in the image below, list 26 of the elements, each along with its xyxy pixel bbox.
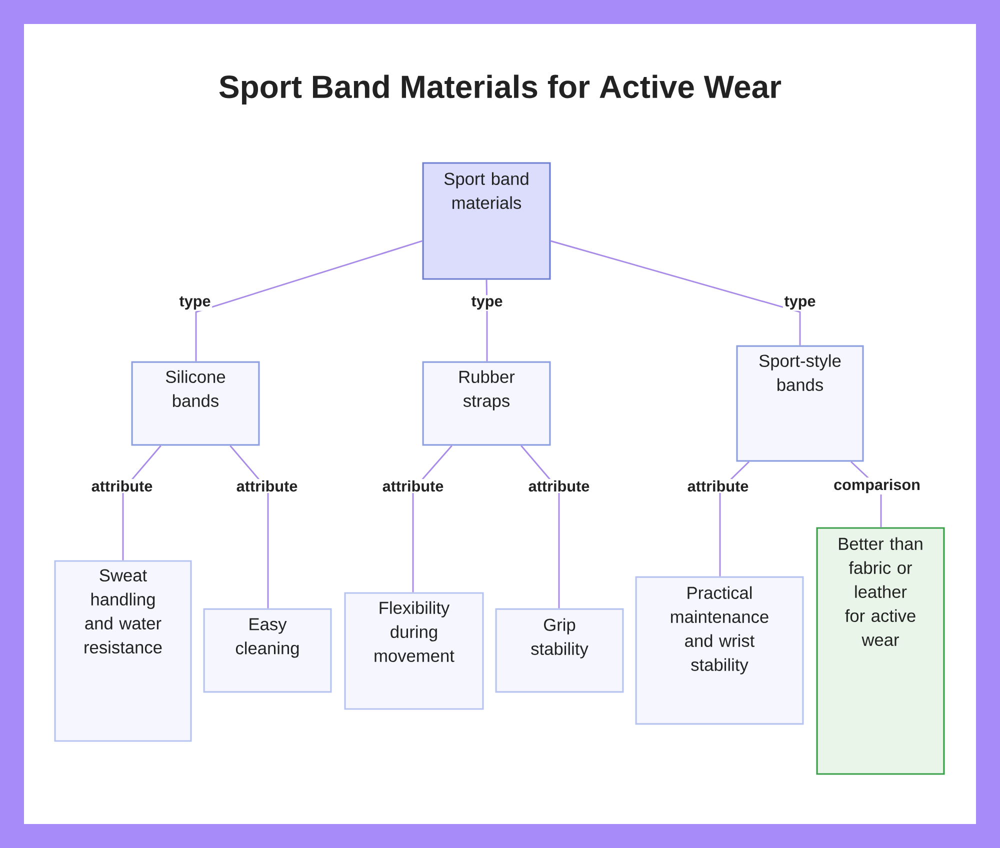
node-box: Sport band materials xyxy=(422,162,551,280)
edge-label: type xyxy=(470,295,504,311)
connector xyxy=(550,240,801,346)
edge-label: attribute xyxy=(686,479,750,493)
node-box: Flexibility during movement xyxy=(344,592,484,710)
connector xyxy=(412,445,452,592)
node-box: Silicone bands xyxy=(131,361,260,446)
edge-label: attribute xyxy=(381,479,445,493)
node-box: Easy cleaning xyxy=(203,608,332,693)
edge-label: attribute xyxy=(90,479,154,493)
node-box: Sport-style bands xyxy=(736,345,864,462)
edge-label: type xyxy=(782,295,818,311)
node-box: Practical maintenance and wrist stability xyxy=(635,576,804,725)
node-box: Grip stability xyxy=(495,608,624,693)
connector xyxy=(195,240,422,362)
title: Sport Band Materials for Active Wear xyxy=(219,74,782,105)
node-box: Rubber straps xyxy=(422,361,551,446)
edge-label: type xyxy=(178,295,212,311)
connector xyxy=(520,445,560,608)
node-box: Sweat handling and water resistance xyxy=(54,560,192,742)
connector xyxy=(122,445,162,560)
edge-label: attribute xyxy=(527,479,591,493)
edge-label: comparison xyxy=(832,478,922,494)
connector xyxy=(230,445,269,608)
node-box: Better than fabric or leather for active wear xyxy=(816,527,945,775)
edge-label: attribute xyxy=(235,479,299,493)
